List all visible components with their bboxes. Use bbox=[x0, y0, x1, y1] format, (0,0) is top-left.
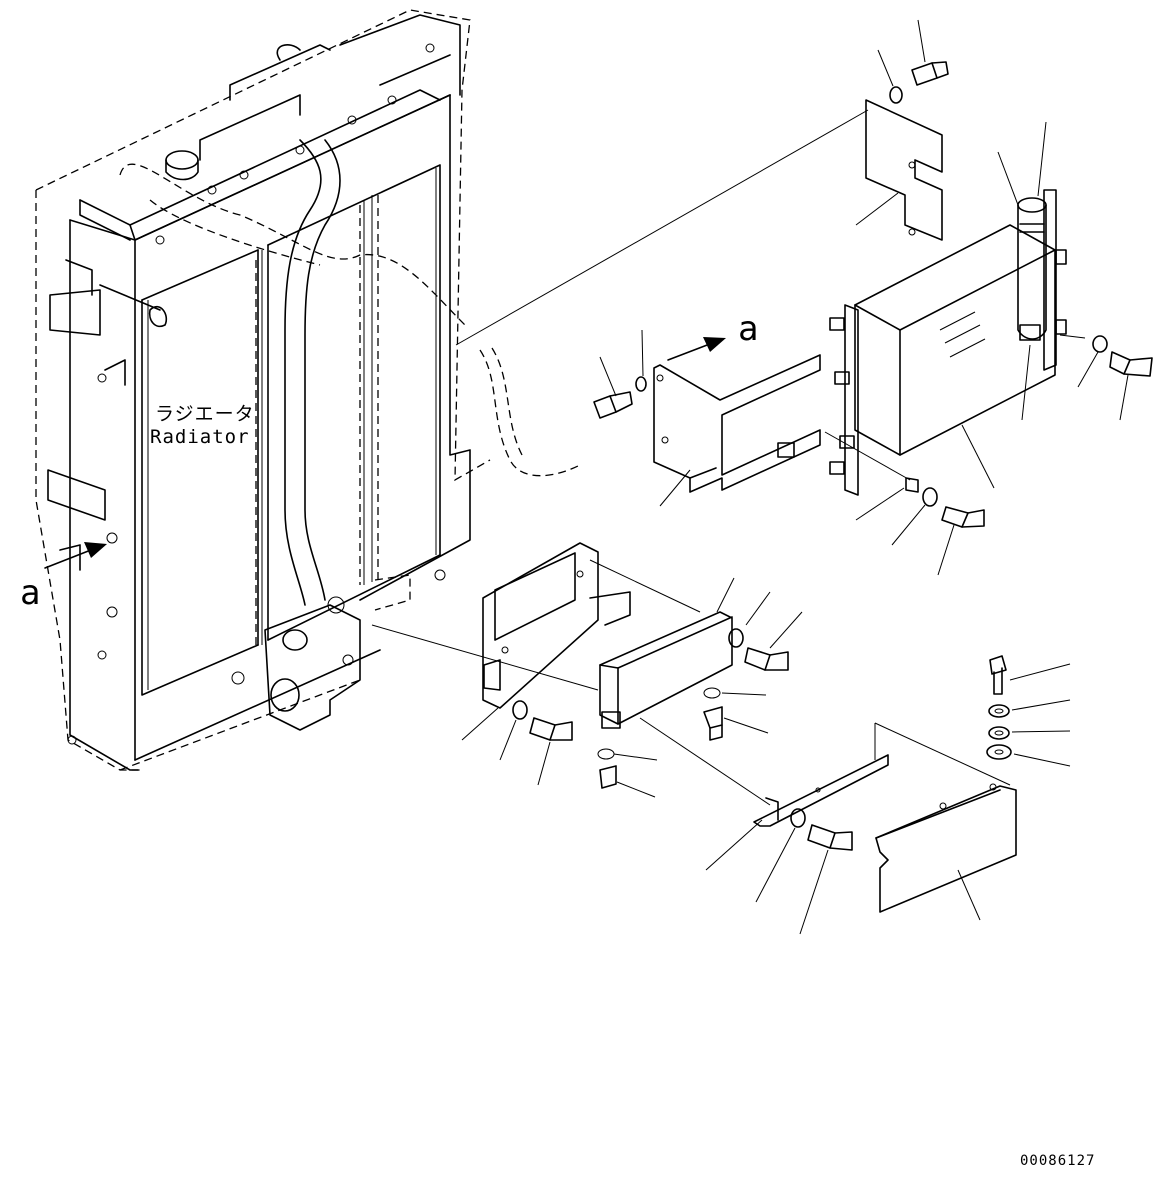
lower-bracket bbox=[461, 542, 803, 806]
radiator-assembly bbox=[35, 9, 581, 771]
reference-line-lower bbox=[371, 624, 599, 691]
bottom-cover bbox=[705, 655, 1071, 935]
view-arrow-label-left: a bbox=[20, 573, 41, 613]
radiator-label-english: Radiator bbox=[150, 426, 250, 448]
condenser-unit bbox=[824, 121, 1153, 576]
view-arrow-left bbox=[44, 542, 107, 569]
top-bracket bbox=[855, 19, 949, 241]
view-arrow-right bbox=[667, 337, 726, 361]
radiator-label-japanese: ラジエータ bbox=[155, 403, 255, 425]
middle-bracket bbox=[593, 329, 821, 507]
reference-line bbox=[455, 109, 869, 346]
view-arrow-label-right: a bbox=[738, 309, 759, 349]
drawing-number: 00086127 bbox=[1020, 1153, 1096, 1169]
